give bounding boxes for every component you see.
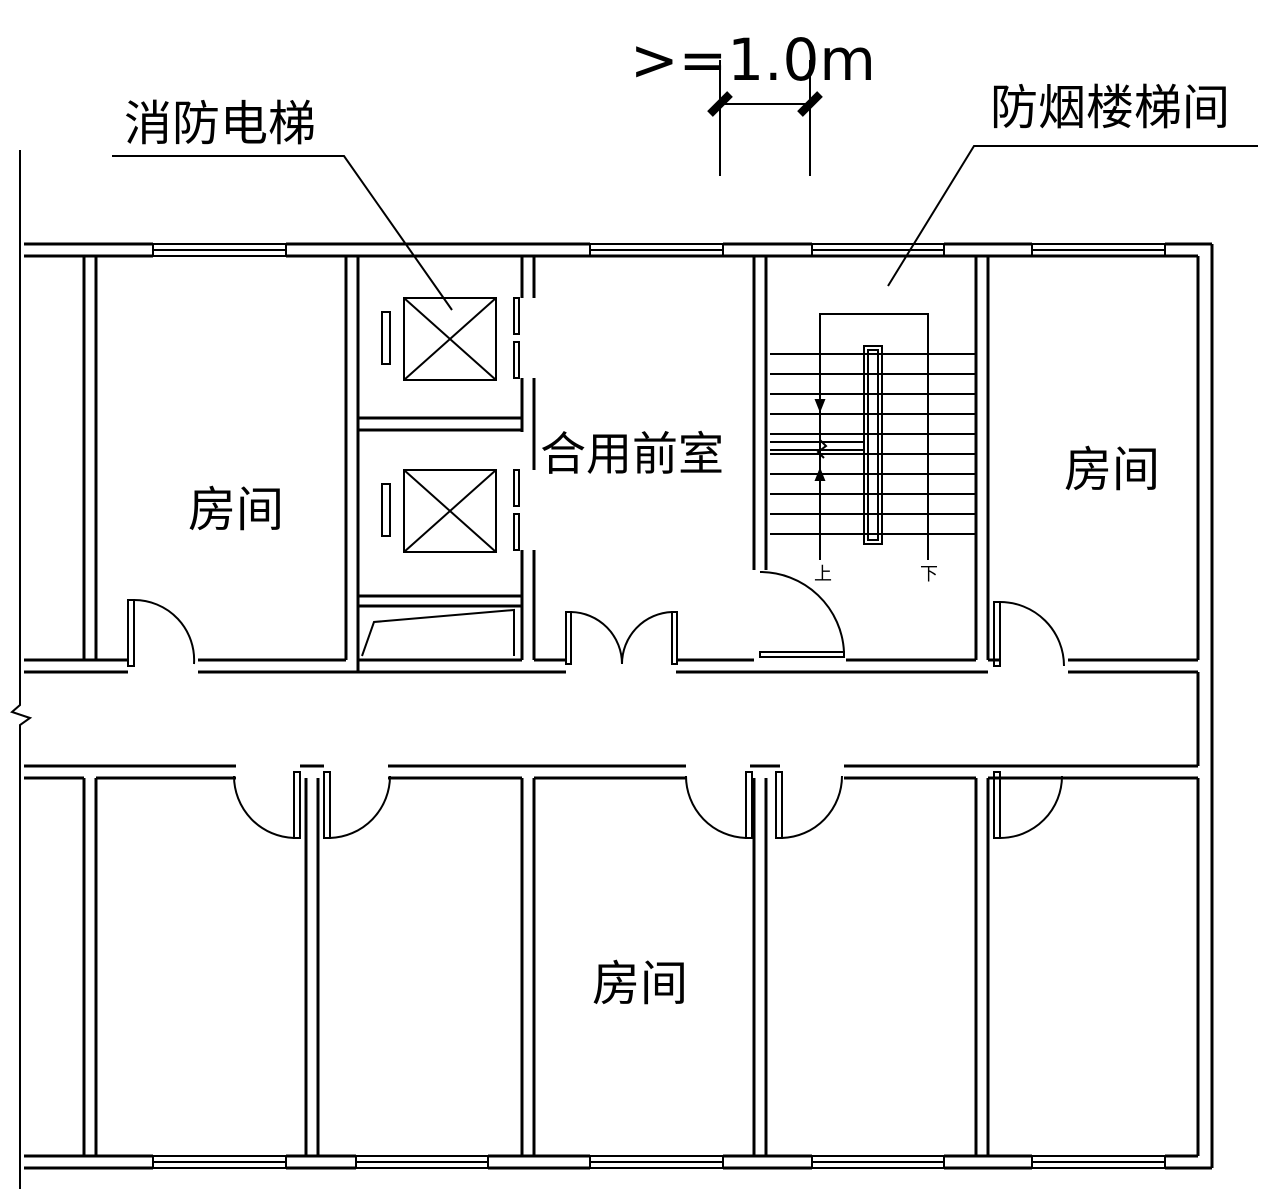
stair-flight xyxy=(770,313,976,560)
fire-elevator-label: 消防电梯 xyxy=(124,96,316,152)
smoke-stair-label: 防烟楼梯间 xyxy=(990,80,1230,136)
room-label-right: 房间 xyxy=(1064,442,1160,498)
elevator-car-1 xyxy=(381,297,520,381)
right-exterior-wall xyxy=(1196,244,1214,1168)
shaft-sketch xyxy=(361,608,515,657)
doors xyxy=(127,570,1065,839)
room-label-bottom: 房间 xyxy=(592,956,688,1012)
south-room-walls xyxy=(24,764,1198,1158)
stair-down-label: 下 xyxy=(920,564,938,585)
elevator-leader xyxy=(112,155,453,311)
shared-anteroom-label: 合用前室 xyxy=(540,427,724,481)
bottom-windows xyxy=(152,1155,1166,1169)
north-room-walls xyxy=(24,254,1198,674)
dimension-marker xyxy=(707,60,823,176)
dimension-label: >=1.0m xyxy=(630,26,876,94)
stair-leader xyxy=(887,145,1258,287)
elevator-car-2 xyxy=(381,469,520,553)
stair-up-label: 上 xyxy=(814,564,832,585)
top-windows xyxy=(152,243,1166,257)
room-label-left: 房间 xyxy=(188,482,284,538)
left-break-line xyxy=(10,150,33,1189)
